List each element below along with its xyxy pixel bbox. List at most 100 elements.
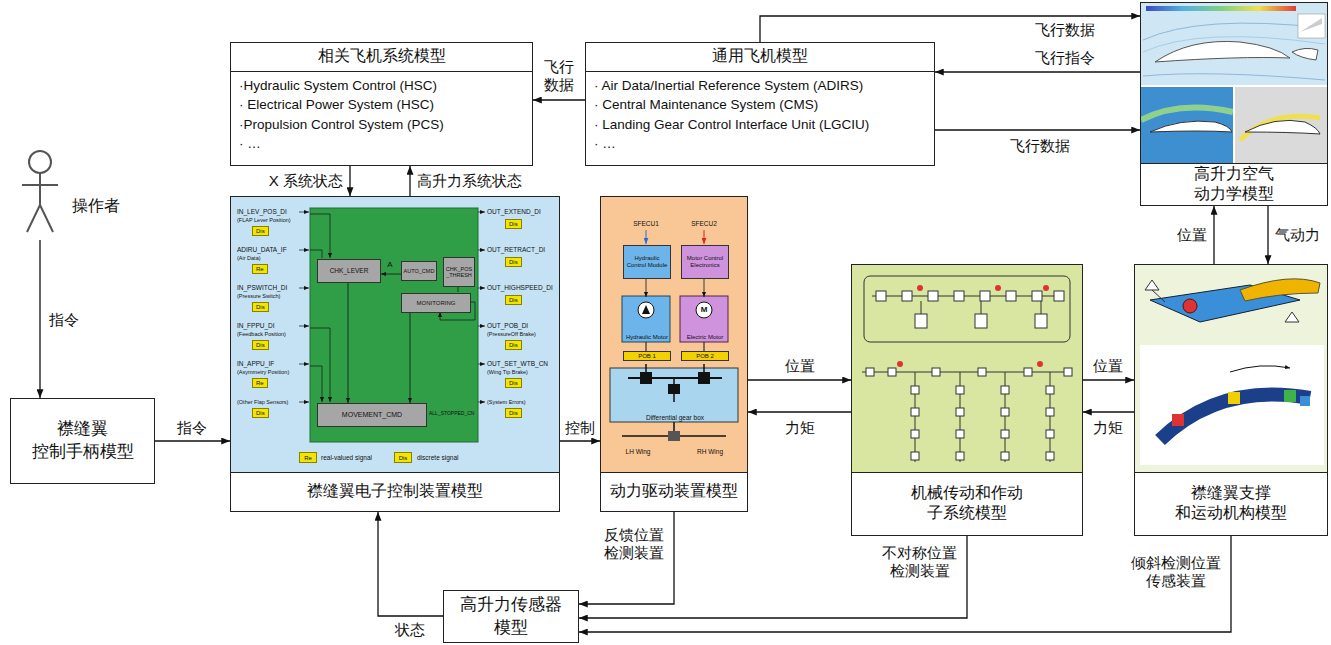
signal-type-tag: Re: [252, 264, 268, 274]
list-item: · …: [586, 134, 934, 154]
signal-note: (Air Data): [237, 255, 261, 261]
aero-picture: [1233, 86, 1235, 163]
aero-picture: [1140, 163, 1328, 164]
edge-label: 倾斜检测位置 传感装置: [1127, 554, 1225, 590]
aero-picture: [1245, 120, 1320, 134]
box-caption: 襟缝翼支撑 和运动机构模型: [1171, 483, 1291, 523]
ecu-picture: [230, 197, 560, 473]
aero-picture: [1235, 87, 1327, 163]
signal-type-tag: Dis: [252, 302, 269, 312]
power-drive-picture: [646, 230, 647, 244]
connector-arrow: [579, 536, 1231, 632]
mechanical-transmission-picture: [851, 265, 1083, 473]
list-item: ·Propulsion Control System (PCS): [231, 115, 532, 135]
edge-label: 力矩: [1092, 419, 1124, 437]
signal-name: OUT_SET_WTB_CN: [487, 360, 548, 367]
node-text: 襟缝翼 控制手柄模型: [27, 418, 138, 464]
ecu-picture: [299, 288, 309, 289]
function-block: CHK_LEVER: [317, 259, 381, 283]
signal-type-tag: Dis: [252, 226, 269, 236]
power-drive-picture: [600, 472, 748, 473]
power-drive-picture: [638, 302, 654, 318]
node-text: CHK_LEVER: [330, 267, 369, 274]
signal-type-tag: Dis: [505, 378, 522, 388]
signal-type-tag: Dis: [505, 295, 522, 305]
operator-figure: [40, 205, 53, 232]
connector-arrow: [935, 129, 1140, 130]
aero-picture: [1240, 116, 1320, 140]
mechanical-transmission-picture: [851, 472, 1083, 473]
mechanical-transmission-picture: [1037, 361, 1043, 367]
edge-label: 状态: [394, 621, 426, 639]
support-mechanism-picture: [1134, 265, 1328, 473]
mechanical-transmission-picture: [911, 452, 919, 460]
power-drive-picture: [680, 296, 728, 342]
ecu-picture: [310, 366, 322, 402]
node-text: Hydraulic Motor: [626, 334, 668, 341]
mechanical-transmission-picture: [1001, 452, 1009, 460]
connector-arrow: [748, 411, 851, 412]
aero-picture: [1298, 14, 1325, 38]
support-mechanism-picture: [1134, 472, 1328, 473]
mechanical-transmission-picture: [897, 361, 903, 367]
signal-type-tag: Dis: [505, 219, 522, 229]
signal-note: (Wing Tip Brake): [487, 369, 528, 375]
model-panel: 襟缝翼电子控制装置模型CHK_LEVERAUTO_CMDCHK_POS_THRE…: [230, 196, 560, 512]
function-block: CHK_POS_THRESH: [443, 257, 475, 287]
connector-arrow: [155, 440, 230, 441]
system-box: 相关飞机系统模型·Hydraulic System Control (HSC)·…: [230, 42, 533, 166]
node-text: 操作者: [72, 196, 120, 217]
support-mechanism-picture: [1135, 265, 1327, 472]
mechanical-transmission-picture: [917, 285, 923, 291]
connector-arrow: [704, 279, 705, 297]
part-name: LH Wing: [626, 448, 651, 455]
node-text: Electric Motor: [687, 334, 724, 341]
connector-arrow: [39, 240, 40, 398]
connector-arrow: [410, 313, 411, 403]
support-mechanism-picture: [1228, 392, 1240, 404]
signal-name: OUT_RETRACT_DI: [487, 246, 545, 253]
signal-name: ADIRU_DATA_IF: [237, 246, 287, 253]
function-block: MONITORING: [401, 293, 471, 313]
mechanical-transmission-picture: [956, 408, 964, 416]
ecu-picture: [299, 250, 309, 251]
control-module: Hydraulic Control Module: [623, 245, 671, 279]
mechanical-transmission-picture: [975, 314, 987, 328]
motor-symbol-letter: M: [701, 305, 708, 314]
edge-label: 不对称位置 检测装置: [878, 544, 961, 580]
mechanical-transmission-picture: [911, 408, 919, 416]
signal-name: OUT_HIGHSPEED_DI: [487, 284, 553, 291]
mechanical-transmission-picture: [1046, 386, 1054, 394]
aero-picture: [1141, 108, 1233, 121]
power-drive-picture: [668, 431, 680, 441]
power-drive-picture: [601, 197, 747, 472]
mechanical-transmission-picture: [980, 291, 990, 301]
connector-arrow: [409, 166, 410, 196]
signal-note: (Other Flap Sensors): [237, 399, 288, 405]
connector-arrow: [381, 274, 401, 275]
aero-picture: [1141, 3, 1327, 86]
edge-label: 反馈位置 检测装置: [600, 526, 668, 562]
signal-type-tag: Dis: [505, 257, 522, 267]
aero-picture: [1150, 121, 1232, 132]
signal-note: (PressureOff Brake): [487, 331, 536, 337]
mechanical-transmission-picture: [1041, 301, 1042, 314]
mechanical-transmission-picture: [852, 265, 1082, 472]
power-drive-picture: [698, 372, 710, 384]
mechanical-transmission-picture: [1006, 291, 1016, 301]
signal-type-tag: Dis: [252, 340, 269, 350]
operator-figure: [22, 184, 58, 186]
node-text: Differential gear box: [646, 414, 704, 421]
aero-picture: [1140, 3, 1328, 164]
edge-label: 气动力: [1274, 226, 1321, 244]
aero-picture: [1292, 48, 1318, 60]
list-item: · Electrical Power System (HSC): [231, 95, 532, 115]
mechanical-transmission-picture: [911, 386, 919, 394]
signal-type-tag: Re: [252, 378, 268, 388]
ecu-picture: [310, 328, 330, 402]
model-box: 高升力传感器 模型: [443, 590, 579, 643]
power-drive-picture: [610, 368, 738, 422]
mechanical-transmission-picture: [911, 430, 919, 438]
list-item: ·Hydraulic System Control (HSC): [231, 72, 532, 96]
